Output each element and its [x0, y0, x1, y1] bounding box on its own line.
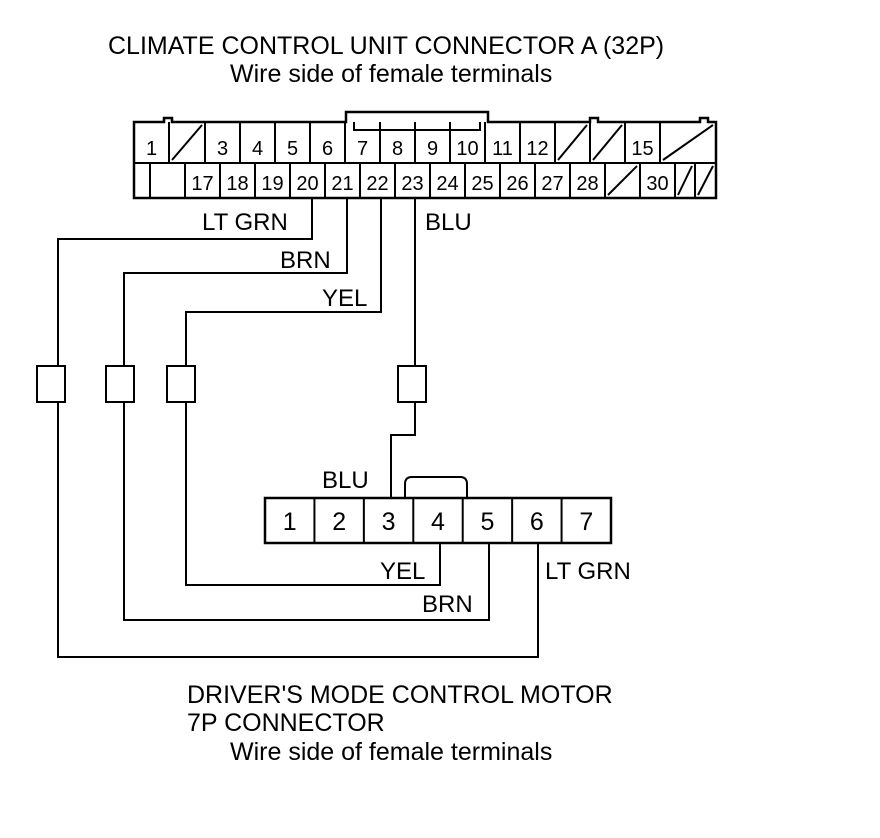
wire-yel-lower [185, 402, 441, 586]
wire-blu-lower [390, 402, 416, 498]
pins-7p: 1 2 3 4 5 6 7 [283, 498, 593, 543]
terminal-30-label: 30 [646, 173, 668, 195]
label-yel-bottom: YEL [380, 558, 425, 585]
pin-6-label: 6 [530, 508, 544, 536]
pin-5-label: 5 [480, 508, 494, 536]
terminal-15-label: 15 [631, 138, 653, 160]
terminal-25-label: 25 [471, 173, 493, 195]
top-connector-title: CLIMATE CONTROL UNIT CONNECTOR A (32P) [108, 32, 664, 60]
wire-brn [123, 198, 348, 366]
bottom-connector-subtitle: Wire side of female terminals [230, 738, 552, 766]
terminal-4-label: 4 [252, 138, 263, 160]
terminal-1-label: 1 [146, 138, 157, 160]
terminal-20-label: 20 [296, 173, 318, 195]
top-connector-subtitle: Wire side of female terminals [230, 60, 552, 88]
pin-7-label: 7 [579, 508, 593, 536]
blank-cavity-slash [662, 124, 714, 161]
terminal-22-label: 22 [366, 173, 388, 195]
blank-cavity-slash [557, 124, 588, 161]
inline-connector-blu [397, 365, 427, 403]
label-brn-top: BRN [280, 247, 331, 274]
blank-cavity-slash [697, 165, 714, 196]
wire-lt-grn-lower [57, 402, 539, 658]
terminal-19-label: 19 [261, 173, 283, 195]
blank-cavity-slash [607, 165, 638, 196]
terminal-21-label: 21 [331, 173, 353, 195]
terminal-3-label: 3 [217, 138, 228, 160]
blank-cavity-slash [592, 124, 623, 161]
wires [57, 198, 539, 658]
label-lt-grn-top: LT GRN [202, 209, 288, 236]
label-blu-bottom: BLU [322, 467, 369, 494]
terminal-23-label: 23 [401, 173, 423, 195]
blank-cavity-slash [171, 124, 203, 161]
terminal-8-label: 8 [392, 138, 403, 160]
terminal-9-label: 9 [427, 138, 438, 160]
pin-1-label: 1 [283, 508, 297, 536]
terminal-11-label: 11 [492, 138, 513, 160]
inline-connector-yel [166, 365, 196, 403]
wire-brn-lower [123, 402, 490, 621]
terminal-28-label: 28 [576, 173, 598, 195]
terminal-12-label: 12 [526, 138, 548, 160]
terminal-26-label: 26 [506, 173, 528, 195]
terminal-18-label: 18 [226, 173, 248, 195]
mode-control-motor-connector-7p: 1 2 3 4 5 6 7 [263, 476, 613, 545]
terminal-6-label: 6 [322, 138, 333, 160]
bottom-connector-title-line1: DRIVER'S MODE CONTROL MOTOR [187, 681, 613, 709]
row2-cells: 17 18 19 20 21 22 23 24 25 26 27 28 30 [184, 163, 714, 198]
wire-yel [185, 198, 382, 366]
terminal-5-label: 5 [287, 138, 298, 160]
label-blu-top: BLU [425, 209, 472, 236]
blank-cavity-slash [677, 165, 693, 196]
inline-connector-brn [105, 365, 135, 403]
terminal-24-label: 24 [436, 173, 458, 195]
inline-connector-lt-grn [36, 365, 66, 403]
terminal-27-label: 27 [541, 173, 563, 195]
climate-control-connector-32p: 1 3 4 5 6 7 8 9 10 11 12 15 17 18 19 20 21 22 23 24 25 26 27 2… [132, 110, 718, 200]
terminal-10-label: 10 [456, 138, 478, 160]
row1-cells: 1 3 4 5 6 7 8 9 10 11 12 15 [146, 122, 714, 163]
label-yel-top: YEL [322, 285, 367, 312]
label-brn-bottom: BRN [422, 591, 473, 618]
pin-3-label: 3 [382, 508, 396, 536]
pin-4-label: 4 [431, 508, 445, 536]
wire-lt-grn [57, 198, 313, 366]
label-lt-grn-bottom: LT GRN [545, 558, 631, 585]
inline-connectors [36, 365, 427, 403]
bottom-connector-title-line2: 7P CONNECTOR [187, 709, 385, 737]
pin-2-label: 2 [332, 508, 346, 536]
terminal-17-label: 17 [191, 173, 213, 195]
terminal-7-label: 7 [357, 138, 368, 160]
